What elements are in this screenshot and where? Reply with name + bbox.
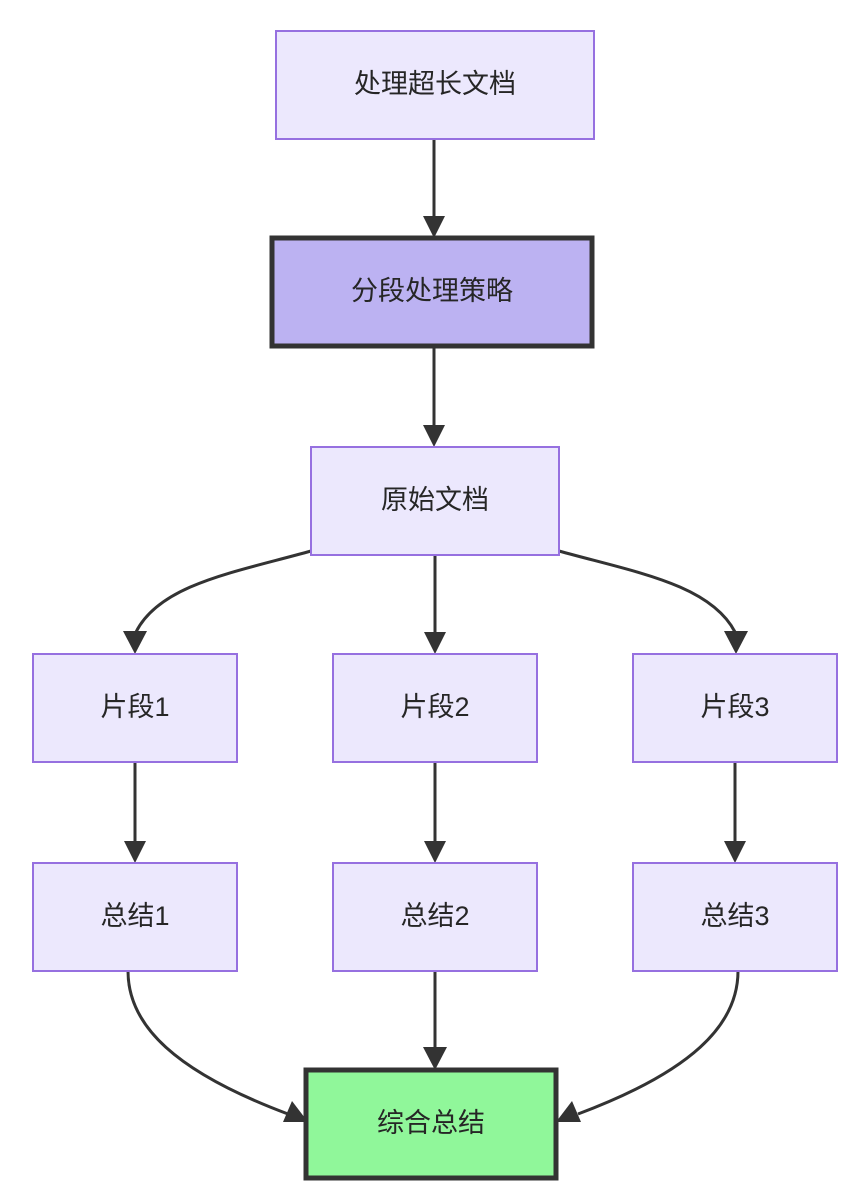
node-box[interactable] [303,1067,559,1181]
node-label: 总结1 [100,901,169,931]
arrowhead-icon [424,632,446,654]
edge-summary2-to-final [423,971,447,1070]
node-label: 分段处理策略 [351,276,513,306]
node-label: 总结2 [400,901,469,931]
edge-fragment3-to-summary3 [724,762,746,863]
arrowhead-icon [123,631,147,654]
node-box[interactable] [332,653,538,763]
node-fragment-1[interactable]: 片段1 [32,653,238,763]
edge-line [558,549,737,633]
node-final-summary[interactable]: 综合总结 [303,1067,559,1181]
node-summary-2[interactable]: 总结2 [332,862,538,972]
node-summary-3[interactable]: 总结3 [632,862,838,972]
node-layer: 处理超长文档 分段处理策略 原始文档 片段1 片段2 片段3 [32,30,838,1181]
node-label: 总结3 [700,901,769,931]
edge-summary1-to-final [126,970,308,1122]
arrowhead-icon [724,631,748,654]
edge-source-to-fragment3 [558,549,748,654]
node-label: 片段2 [400,692,469,722]
node-label: 处理超长文档 [354,69,516,99]
arrowhead-icon [423,425,445,447]
edge-fragment1-to-summary1 [124,762,146,863]
node-fragment-2[interactable]: 片段2 [332,653,538,763]
node-process-long-document[interactable]: 处理超长文档 [275,30,595,140]
node-summary-1[interactable]: 总结1 [32,862,238,972]
arrowhead-icon [423,1047,447,1070]
node-box[interactable] [32,862,238,972]
node-fragment-3[interactable]: 片段3 [632,653,838,763]
edge-process-to-strategy [423,139,445,238]
edge-fragment2-to-summary2 [424,762,446,863]
edge-line [126,970,289,1116]
node-box[interactable] [275,30,595,140]
arrowhead-icon [124,841,146,863]
node-label: 原始文档 [381,485,489,515]
node-box[interactable] [332,862,538,972]
edge-line [577,970,740,1116]
edge-layer [123,139,748,1122]
edge-summary3-to-final [556,970,740,1122]
arrowhead-icon [424,841,446,863]
node-label: 片段1 [100,692,169,722]
node-source-document[interactable]: 原始文档 [310,446,560,556]
node-box[interactable] [32,653,238,763]
node-box[interactable] [310,446,560,556]
node-chunk-strategy[interactable]: 分段处理策略 [269,235,595,349]
node-box[interactable] [632,653,838,763]
node-label: 综合总结 [377,1108,485,1138]
edge-strategy-to-source [423,346,445,447]
arrowhead-icon [423,216,445,238]
node-label: 片段3 [700,692,769,722]
arrowhead-icon [724,841,746,863]
arrowhead-icon [556,1101,581,1122]
edge-source-to-fragment2 [424,555,446,654]
edge-source-to-fragment1 [123,549,312,654]
node-box[interactable] [632,862,838,972]
node-box[interactable] [269,235,595,349]
edge-line [134,549,312,633]
arrowhead-icon [283,1101,308,1122]
